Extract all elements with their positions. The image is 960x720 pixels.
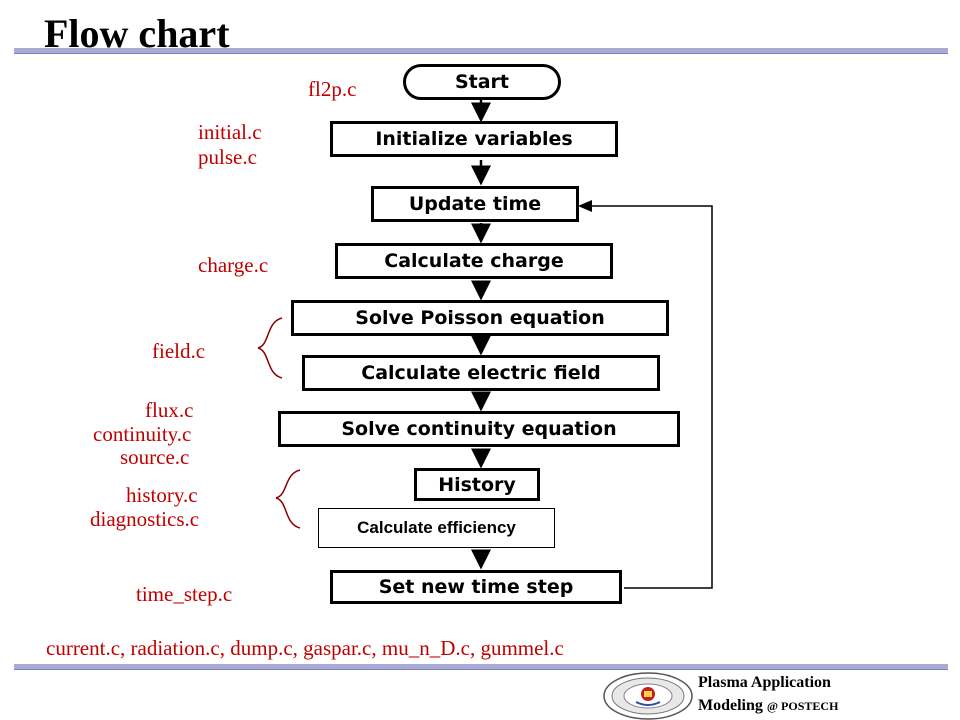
file-label-history: history.c bbox=[126, 483, 198, 507]
footer-line1: Plasma Application bbox=[698, 674, 831, 691]
brace-history bbox=[275, 469, 301, 529]
node-history: History bbox=[414, 468, 540, 501]
file-label-fl2p: fl2p.c bbox=[308, 77, 357, 101]
node-solve-continuity-equation: Solve continuity equation bbox=[278, 411, 680, 447]
file-label-flux: flux.c bbox=[145, 398, 194, 422]
university-seal-logo bbox=[603, 672, 693, 720]
node-calculate-electric-field: Calculate electric field bbox=[302, 355, 660, 391]
node-calculate-charge: Calculate charge bbox=[335, 243, 613, 279]
file-label-time-step: time_step.c bbox=[136, 582, 233, 606]
file-label-diagnostics: diagnostics.c bbox=[90, 507, 200, 531]
file-label-charge: charge.c bbox=[198, 253, 269, 277]
node-solve-poisson-equation: Solve Poisson equation bbox=[291, 300, 669, 336]
footer-rule bbox=[14, 664, 948, 670]
title-underline bbox=[14, 48, 948, 54]
loop-back-arrowhead bbox=[578, 200, 592, 212]
file-label-source: source.c bbox=[120, 445, 190, 469]
file-label-initial: initial.c bbox=[198, 120, 262, 144]
file-label-field: field.c bbox=[152, 339, 206, 363]
file-label-others: current.c, radiation.c, dump.c, gaspar.c… bbox=[46, 636, 564, 660]
node-start: Start bbox=[403, 64, 561, 100]
footer-postech: @ POSTECH bbox=[766, 699, 839, 713]
file-label-pulse: pulse.c bbox=[198, 145, 257, 169]
file-label-continuity: continuity.c bbox=[93, 422, 192, 446]
node-calculate-efficiency: Calculate efficiency bbox=[318, 508, 555, 548]
loop-back-line bbox=[588, 205, 713, 589]
node-initialize-variables: Initialize variables bbox=[330, 121, 618, 157]
footer-modeling: Modeling bbox=[698, 697, 763, 714]
brace-field bbox=[257, 317, 283, 379]
footer-line2: Modeling @ POSTECH bbox=[698, 697, 838, 715]
node-set-new-time-step: Set new time step bbox=[330, 570, 622, 604]
node-update-time: Update time bbox=[371, 186, 579, 222]
